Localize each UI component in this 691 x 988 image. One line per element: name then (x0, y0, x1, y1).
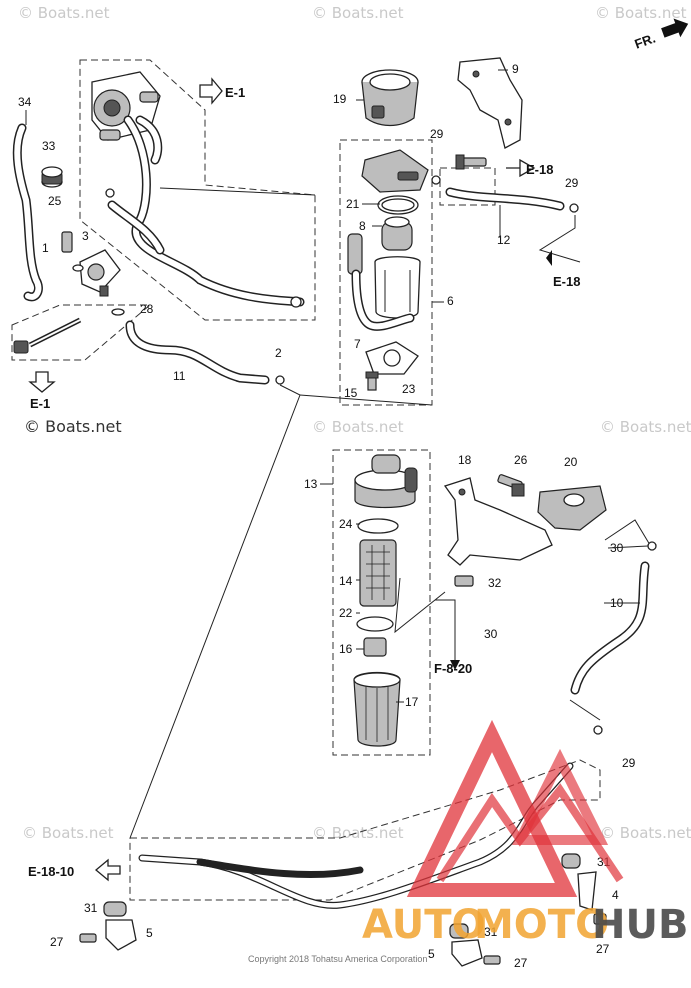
clips-and-brackets (79, 853, 607, 967)
part-label: 29 (565, 176, 579, 190)
pump-assembly-outline (79, 59, 316, 321)
watermark-text: © Boats.net (600, 418, 691, 436)
part-label: 18 (458, 453, 472, 467)
part-label: 25 (48, 194, 62, 208)
ref-arrows (28, 77, 536, 882)
front-arrow-icon (661, 18, 689, 38)
ref-label: E-18-10 (28, 864, 74, 879)
part-label: 12 (497, 233, 511, 247)
part-label: 15 (344, 386, 358, 400)
watermark-text: © Boats.net (312, 4, 404, 22)
part-label: 4 (612, 888, 619, 902)
part-label: 19 (333, 92, 347, 106)
part-33-grommet (41, 166, 63, 188)
part-label: 34 (18, 95, 32, 109)
label-leaders (25, 69, 649, 703)
fuel-pump-drawing (91, 71, 305, 308)
part-label: 23 (402, 382, 416, 396)
front-direction-label: FR. (633, 30, 658, 51)
fuel-line-outline (129, 759, 601, 901)
part-label: 11 (173, 369, 186, 383)
part-label: 27 (596, 942, 610, 956)
part-label: 2 (275, 346, 282, 360)
front-direction-indicator: FR. (633, 18, 689, 52)
part-9-bracket (457, 57, 523, 149)
part-34-hose (12, 123, 43, 302)
part-label: 14 (339, 574, 353, 588)
part-label: 22 (339, 606, 353, 620)
part-label: 26 (514, 453, 528, 467)
watermark-text: © Boats.net (24, 417, 122, 436)
bolt-29-outline (439, 167, 496, 206)
watermark-text: © Boats.net (600, 824, 691, 842)
fuel-filter-drawing (353, 454, 418, 747)
connection-leaders (129, 187, 651, 839)
logo-triangle-icon (511, 748, 609, 845)
part-19-cap (361, 69, 419, 127)
part-label: 33 (42, 139, 56, 153)
ref-label: E-1 (225, 85, 245, 100)
part-label: 20 (564, 455, 578, 469)
part-11-hose (125, 320, 285, 385)
part-label: 8 (359, 219, 366, 233)
part-label: 9 (512, 62, 519, 76)
fuel-filter-outline (332, 449, 431, 756)
part-label: 17 (405, 695, 419, 709)
part-label: 1 (42, 241, 49, 255)
watermark-text: © Boats.net (18, 4, 110, 22)
part-label: 29 (622, 756, 636, 770)
copyright-notice: Copyright 2018 Tohatsu America Corporati… (248, 954, 427, 964)
logo-word-moto: MOTO (474, 902, 609, 948)
ref-label: F-8-20 (434, 661, 472, 676)
part-label: 16 (339, 642, 353, 656)
automotohub-logo: AUTO MOTO HUB (362, 719, 688, 948)
part-18-bracket (443, 474, 553, 587)
logo-word-hub: HUB (592, 902, 688, 948)
logo-word-auto: AUTO (362, 902, 486, 948)
part-label: 28 (140, 302, 154, 316)
part-label: 29 (430, 127, 444, 141)
reference-labels: E-1 E-1 E-18 E-18 F-8-20 E-18-10 (28, 85, 580, 879)
part-label: 24 (339, 517, 353, 531)
watermark-text: © Boats.net (312, 418, 404, 436)
primer-pump-drawing (13, 231, 125, 354)
part-12-hose-and-clamp (431, 154, 581, 266)
ref-label: E-18 (526, 162, 553, 177)
part-label: 6 (447, 294, 454, 308)
part-labels: 34 33 25 1 3 28 11 2 19 9 29 29 21 8 12 … (18, 62, 636, 970)
watermark-text: © Boats.net (312, 824, 404, 842)
part-label: 21 (346, 197, 360, 211)
part-label: 3 (82, 229, 89, 243)
watermark-text: © Boats.net (22, 824, 114, 842)
vapor-separator-drawing (347, 149, 429, 391)
part-10-hose (570, 541, 657, 735)
part-label: 27 (50, 935, 64, 949)
part-label: 30 (484, 627, 498, 641)
part-label: 31 (484, 925, 498, 939)
part-label: 27 (514, 956, 528, 970)
part-label: 5 (146, 926, 153, 940)
ref-label: E-18 (553, 274, 580, 289)
ref-label: E-1 (30, 396, 50, 411)
part-label: 13 (304, 477, 318, 491)
part-label: 7 (354, 337, 361, 351)
part-label: 32 (488, 576, 502, 590)
part-label: 5 (428, 947, 435, 961)
part-20-clamp (537, 485, 607, 531)
watermark-text: © Boats.net (595, 4, 687, 22)
part-label: 31 (84, 901, 98, 915)
